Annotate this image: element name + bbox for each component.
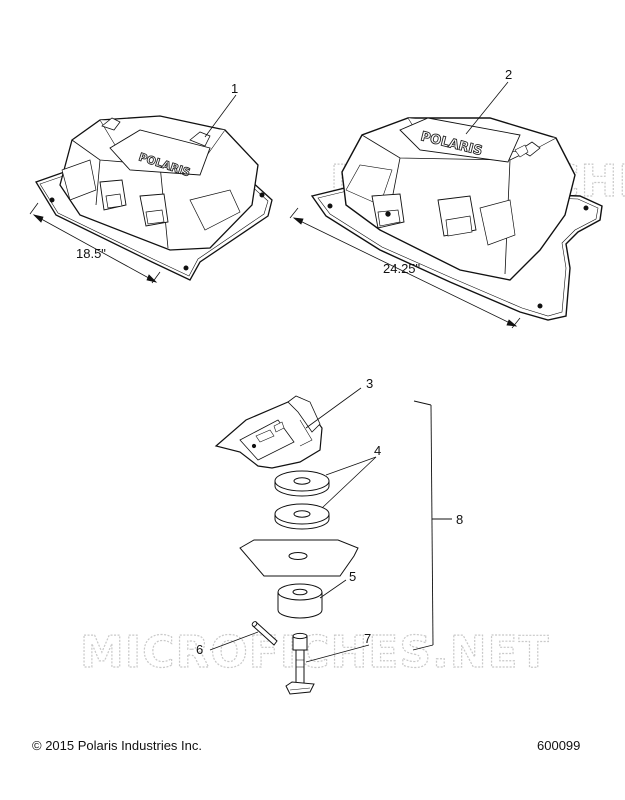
large-cover-illustration: POLARIS	[310, 117, 603, 321]
dimension-line-small	[29, 202, 161, 284]
callout-8: 8	[456, 512, 463, 527]
callout-4: 4	[374, 443, 381, 458]
washer-illustrations	[274, 470, 330, 530]
assembly-bracket	[412, 400, 452, 651]
bushing-illustration	[277, 583, 323, 619]
t-bolt-illustration	[285, 632, 315, 695]
large-cover-dimension: 24.25"	[383, 261, 421, 276]
diagram-part-number: 600099	[537, 738, 581, 753]
callout-2: 2	[505, 67, 512, 82]
watermark-bottom: MICROFICHES.NET	[80, 627, 550, 678]
copyright-notice: © 2015 Polaris Industries Inc.	[32, 738, 202, 753]
latch-housing-illustration	[214, 395, 323, 469]
callout-1: 1	[231, 81, 238, 96]
pin-illustration	[251, 621, 278, 646]
small-cover-illustration: POLARIS	[35, 115, 273, 281]
small-cover-dimension: 18.5"	[76, 246, 106, 261]
callout-7: 7	[364, 631, 371, 646]
callout-5: 5	[349, 569, 356, 584]
mounting-plate-illustration	[239, 539, 359, 577]
dimension-line-large	[289, 207, 521, 329]
callout-3: 3	[366, 376, 373, 391]
callout-6: 6	[196, 642, 203, 657]
